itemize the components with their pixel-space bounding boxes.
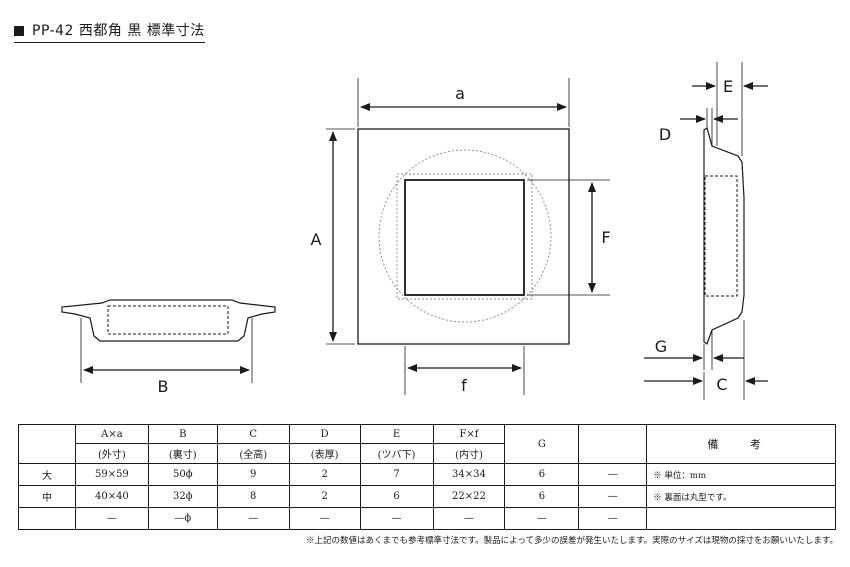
header-cell: F×f [432,424,506,444]
subheader-cell: (ツバ下) [359,443,434,464]
dim-label-a: a [455,84,465,103]
table-cell: 22×22 [432,485,506,508]
dim-label-A: A [311,230,322,249]
page-title: PP-42 西都角 黒 標準寸法 [14,20,205,43]
table-cell: — [74,507,149,530]
header-corner-cell [18,424,76,464]
table-row: — —ϕ — — — — — — [18,507,836,530]
side-view [61,299,276,383]
header-cell: C [216,424,290,444]
table-cell: — [359,507,434,530]
table-cell: —ϕ [147,507,218,530]
note-empty-cell [646,507,836,530]
table-cell: — [578,463,648,486]
row-label: 中 [18,485,76,508]
table-cell: 32ϕ [147,485,218,508]
table-cell: 7 [359,463,434,486]
table-cell: — [432,507,506,530]
dim-label-E: E [723,77,733,96]
subheader-cell: (全高) [216,443,290,464]
table-cell: — [216,507,290,530]
header-cell: D [288,424,361,444]
table-cell: — [578,485,648,508]
table-cell: — [578,507,648,530]
subheader-cell: (内寸) [432,443,506,464]
header-cell: G [504,424,580,464]
profile-view [644,62,768,400]
table-cell: 59×59 [74,463,149,486]
note-cell: ※ 単位：mm [646,463,836,486]
table-cell: 2 [288,463,361,486]
dim-label-G: G [655,337,667,356]
footnote: ※上記の数値はあくまでも参考標準寸法です。製品によって多少の誤差が発生いたします… [305,536,838,546]
table-cell: 40×40 [74,485,149,508]
header-empty-cell [578,424,648,464]
biko-header: 備 考 [646,424,836,464]
row-label [18,507,76,530]
table-row: 中 40×40 32ϕ 8 2 6 22×22 6 — ※ 裏面は丸型です。 [18,485,836,508]
table-cell: 8 [216,485,290,508]
table-row: 大 59×59 50ϕ 9 2 7 34×34 6 — ※ 単位：mm [18,463,836,486]
subheader-cell: (裏寸) [147,443,218,464]
table-header-row: A×a B C D E F×f G 備 考 [18,424,836,464]
header-cell: E [359,424,434,444]
spec-table: A×a B C D E F×f G 備 考 (外寸) (裏寸) (全高) (表厚… [18,424,836,530]
subheader-cell: (表厚) [288,443,361,464]
technical-drawing: B a A F f [61,62,768,400]
table-cell: — [288,507,361,530]
row-label: 大 [18,463,76,486]
subheader-cell: (外寸) [74,443,149,464]
table-cell: 6 [504,463,580,486]
table-cell: 50ϕ [147,463,218,486]
dim-label-B: B [158,377,169,396]
dim-label-F: F [601,228,610,247]
dim-label-C: C [716,375,727,394]
front-view [326,78,610,395]
table-cell: 6 [504,485,580,508]
title-square-icon [14,26,24,36]
title-text: PP-42 西都角 黒 標準寸法 [32,23,205,39]
table-cell: — [504,507,580,530]
table-cell: 34×34 [432,463,506,486]
dim-label-f: f [461,376,467,395]
table-cell: 2 [288,485,361,508]
note-cell: ※ 裏面は丸型です。 [646,485,836,508]
table-cell: 9 [216,463,290,486]
table-cell: 6 [359,485,434,508]
header-cell: A×a [74,424,149,444]
dim-label-D: D [659,125,671,144]
header-cell: B [147,424,218,444]
